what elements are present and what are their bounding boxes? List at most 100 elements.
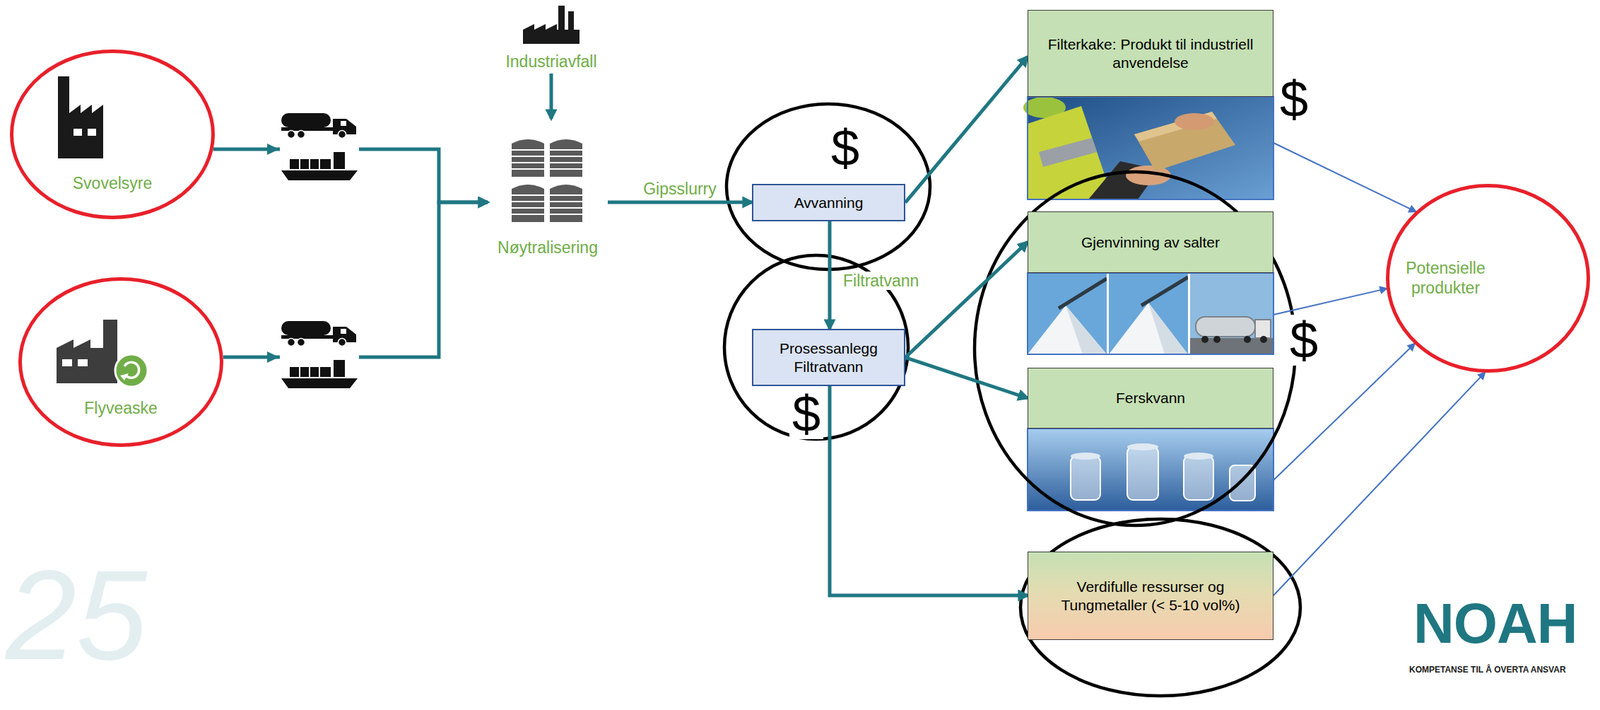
recycle-badge — [115, 354, 148, 387]
focus-circle — [1020, 518, 1301, 696]
tank-icon — [549, 184, 583, 222]
process-box: Prosessanlegg Filtratvann — [751, 328, 906, 386]
product-link-arrow — [1273, 288, 1387, 315]
photo-jar — [1070, 455, 1101, 500]
text-holder: Filterkake: Produkt til industriell anve… — [1027, 9, 1274, 97]
factory-window — [87, 128, 97, 136]
recycle-arrow-head — [120, 373, 129, 381]
node-text: Flyveaske — [84, 398, 158, 419]
factory-window — [77, 359, 88, 367]
source-circle: Flyveaske — [18, 277, 224, 447]
photo-sky — [1027, 96, 1274, 200]
photo-cake — [1134, 111, 1236, 172]
flow-arrow — [828, 221, 832, 329]
photo-background — [1027, 428, 1274, 511]
photo-lid — [1070, 452, 1101, 460]
product-box: Filterkake: Produkt til industriell anve… — [1027, 9, 1274, 200]
node-text: Prosessanlegg Filtratvann — [760, 339, 897, 375]
photo-frame — [1027, 272, 1274, 355]
text-holder: Prosessanlegg Filtratvann — [753, 330, 904, 385]
residue-box: Verdifulle ressurser og Tungmetaller (< … — [1027, 551, 1274, 640]
node-text: Svovelsyre — [72, 173, 152, 194]
text-holder: Svovelsyre — [9, 49, 215, 220]
factory-window — [73, 128, 82, 136]
factory-window — [62, 359, 73, 367]
logo-text: NOAH — [1413, 595, 1578, 652]
photo-lid — [1183, 452, 1214, 460]
photo-salt-shade — [1065, 305, 1107, 355]
ellipse-shape — [12, 51, 214, 218]
node-text: Industriavfall — [505, 52, 597, 73]
photo-jar — [1127, 446, 1159, 500]
tank-icon — [549, 139, 583, 177]
photo-wheel — [1243, 335, 1251, 343]
photo-sky — [1108, 272, 1189, 355]
photo-conveyor — [1058, 278, 1107, 309]
connector-group — [213, 56, 1485, 596]
icon-node: Industriavfall — [491, 2, 612, 74]
photo-reflector — [1038, 137, 1097, 167]
process-box: Avvanning — [751, 183, 906, 222]
recycling-factory-icon — [56, 319, 118, 384]
transport-arrow-head — [267, 143, 280, 155]
photo-divider — [1187, 272, 1191, 355]
product-link-arrow — [1273, 372, 1485, 596]
factory-icon — [57, 76, 104, 159]
result-circle: Potensielle produkter — [1385, 183, 1591, 373]
currency-mark: $ — [789, 387, 824, 439]
photo-salt-shade — [1148, 302, 1188, 355]
edge-label: Gipsslurry — [640, 179, 719, 198]
watermark: 25 — [5, 551, 147, 679]
photo-conveyor — [1141, 277, 1188, 306]
photo-divider — [1106, 272, 1109, 355]
flow-arrow — [905, 357, 1028, 399]
node-text: Ferskvann — [1115, 388, 1186, 407]
flow-arrow — [905, 241, 1028, 358]
logo-tagline: KOMPETANSE TIL Å OVERTA ANSVAR — [1409, 664, 1567, 675]
currency-mark: $ — [828, 122, 863, 174]
photo-jar — [1183, 455, 1214, 500]
text-holder: Nøytralisering — [487, 118, 608, 264]
edge-label: Filtratvann — [840, 271, 921, 290]
node-text: Nøytralisering — [497, 238, 598, 258]
photo-tanker-cab — [1255, 319, 1271, 338]
flow-arrow — [607, 200, 752, 205]
photo-sky — [1027, 272, 1108, 355]
filter-cake-photo — [1023, 96, 1274, 200]
truck-ship-icon — [279, 316, 360, 388]
product-box: Gjenvinning av salter — [1027, 211, 1274, 355]
photo-sky — [1190, 272, 1274, 355]
photo-frame — [1027, 428, 1274, 511]
transport-arrow-head — [267, 351, 280, 363]
ellipse-outline — [18, 277, 224, 447]
tank-icon — [511, 139, 545, 177]
water-photo — [1027, 428, 1274, 511]
text-holder: Avvanning — [753, 185, 904, 220]
tank-icon — [511, 184, 545, 222]
text-holder: Verdifulle ressurser og Tungmetaller (< … — [1028, 551, 1273, 639]
text-holder: Industriavfall — [491, 2, 612, 74]
text-holder: Ferskvann — [1027, 367, 1274, 429]
text-holder: Gjenvinning av salter — [1027, 211, 1274, 273]
photo-salt-heap — [1108, 302, 1188, 355]
node-text: Gjenvinning av salter — [1081, 233, 1220, 251]
photo-frame — [1027, 96, 1274, 200]
currency-mark: $ — [1277, 73, 1311, 125]
ellipse-outline — [9, 49, 215, 220]
truck-ship-icon — [279, 108, 360, 181]
flow-arrow — [549, 73, 554, 119]
ellipse-shape — [20, 279, 222, 446]
photo-tanker — [1195, 316, 1256, 337]
node-text: Filterkake: Produkt til industriell anve… — [1035, 35, 1266, 71]
photo-wheel — [1213, 335, 1221, 343]
photo-cake-top — [1134, 111, 1217, 142]
photo-wheel — [1201, 335, 1209, 343]
photo-salt-heap — [1027, 305, 1107, 355]
product-box: Ferskvann — [1027, 367, 1274, 511]
text-holder: Flyveaske — [18, 277, 224, 447]
text-holder: Potensielle produkter — [1385, 183, 1591, 373]
salt-photo — [1027, 272, 1274, 355]
